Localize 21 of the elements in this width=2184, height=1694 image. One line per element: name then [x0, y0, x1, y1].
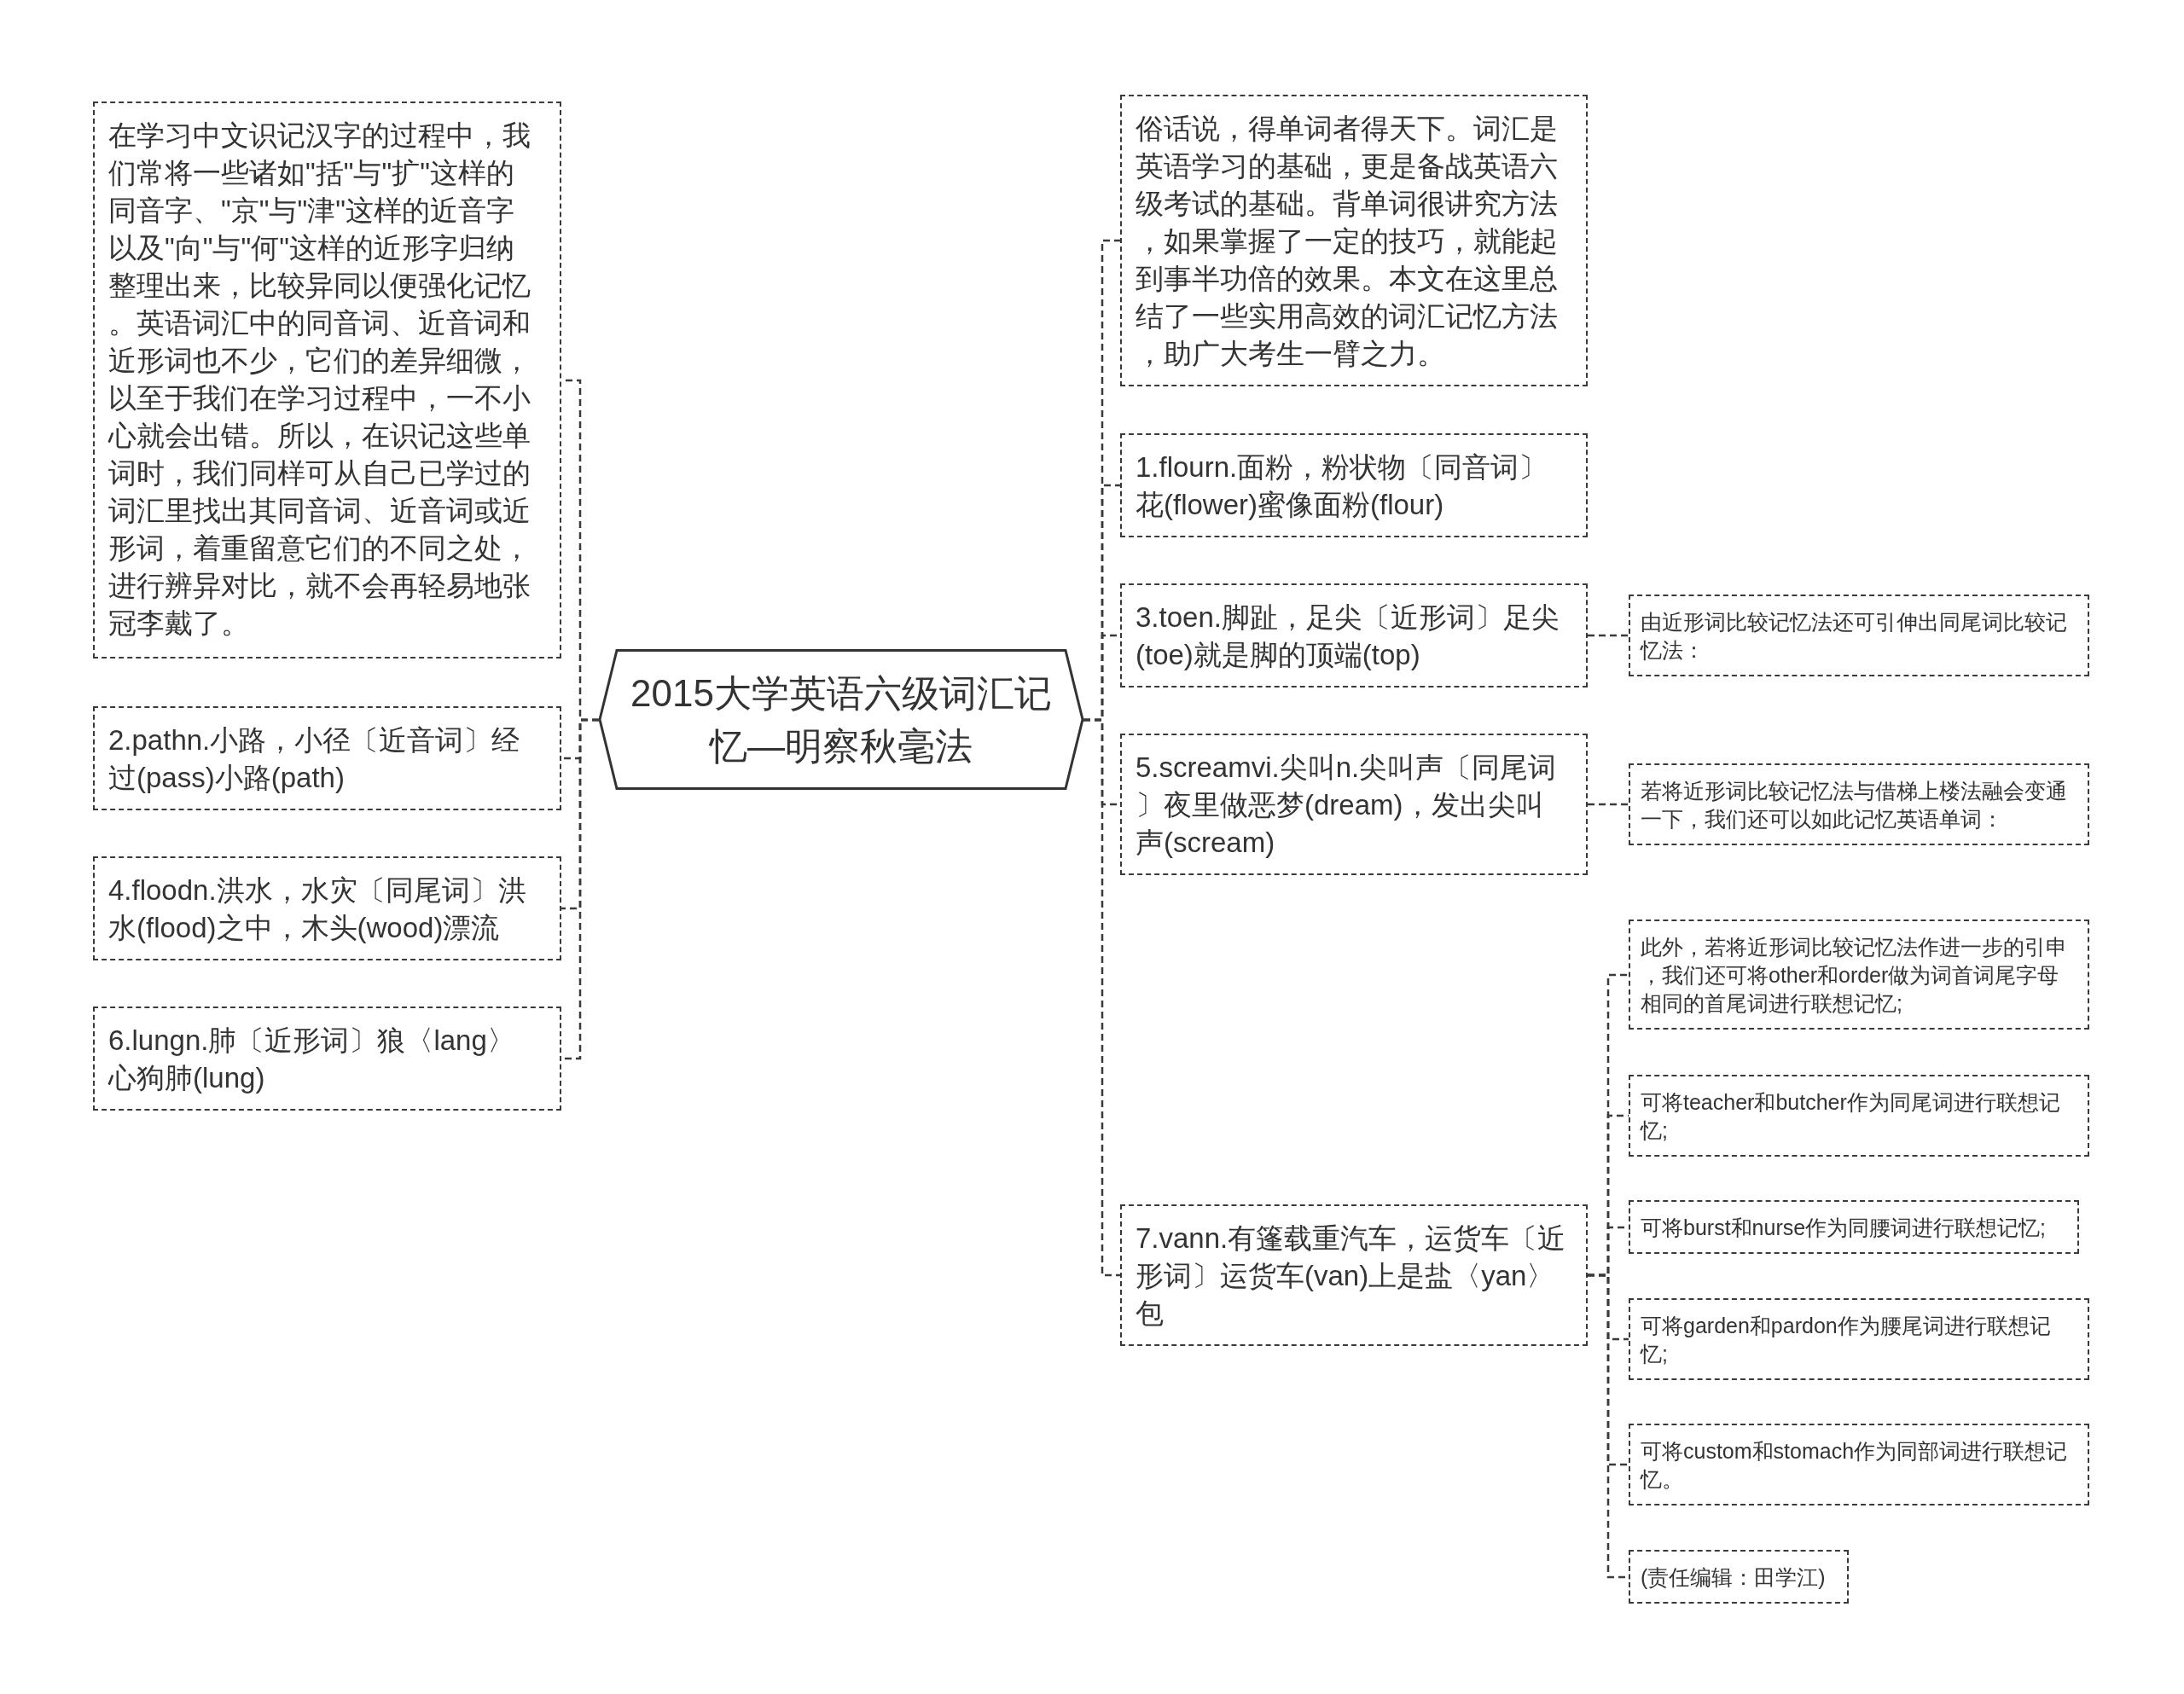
- topic-box: 2.pathn.小路，小径〔近音词〕经过(pass)小路(path): [93, 706, 561, 810]
- topic-box: 5.screamvi.尖叫n.尖叫声〔同尾词〕夜里做恶梦(dream)，发出尖叫声(scream): [1120, 734, 1588, 875]
- connector-line: [1083, 718, 1120, 1277]
- central-topic: 2015大学英语六级词汇记忆—明察秋毫法: [599, 649, 1083, 790]
- topic-box: 俗话说，得单词者得天下。词汇是英语学习的基础，更是备战英语六级考试的基础。背单词很讲究方法，如果掌握了一定的技巧，就能起到事半功倍的效果。本文在这里总结了一些实用高效的词汇记忆方法，助广大考生一臂之力。: [1120, 95, 1588, 386]
- subtopic-box: 可将teacher和butcher作为同尾词进行联想记忆;: [1629, 1075, 2089, 1157]
- subtopic-box: 可将garden和pardon作为腰尾词进行联想记忆;: [1629, 1298, 2089, 1380]
- connector-line: [1588, 634, 1629, 637]
- topic-box: 3.toen.脚趾，足尖〔近形词〕足尖(toe)就是脚的顶端(top): [1120, 583, 1588, 687]
- topic-box: 在学习中文识记汉字的过程中，我们常将一些诸如"括"与"扩"这样的同音字、"京"与"津"这样的近音字以及"向"与"何"这样的近形字归纳整理出来，比较异同以便强化记忆。英语词汇中的同音词、近音词和近形词也不少，它们的差异细微，以至于我们在学习过程中，一不小心就会出错。所以，在识记这些单词时，我们同样可从自己已学过的词汇里找出其同音词、近音词或近形词，着重留意它们的不同之处，进行辨异对比，就不会再轻易地张冠李戴了。: [93, 102, 561, 658]
- topic-box: 1.flourn.面粉，粉状物〔同音词〕花(flower)蜜像面粉(flour): [1120, 433, 1588, 537]
- subtopic-box: 由近形词比较记忆法还可引伸出同尾词比较记忆法：: [1629, 595, 2089, 676]
- connector-line: [1588, 803, 1629, 806]
- subtopic-box: 可将burst和nurse作为同腰词进行联想记忆;: [1629, 1200, 2079, 1254]
- subtopic-box: 可将custom和stomach作为同部词进行联想记忆。: [1629, 1424, 2089, 1505]
- topic-box: 7.vann.有篷载重汽车，运货车〔近形词〕运货车(van)上是盐〈yan〉包: [1120, 1204, 1588, 1346]
- subtopic-box: 若将近形词比较记忆法与借梯上楼法融会变通一下，我们还可以如此记忆英语单词：: [1629, 763, 2089, 845]
- subtopic-box: (责任编辑：田学江): [1629, 1550, 1849, 1604]
- subtopic-box: 此外，若将近形词比较记忆法作进一步的引申，我们还可将other和order做为词首词尾字母相同的首尾词进行联想记忆;: [1629, 920, 2089, 1030]
- topic-box: 6.lungn.肺〔近形词〕狼〈lang〉心狗肺(lung): [93, 1007, 561, 1111]
- topic-box: 4.floodn.洪水，水灾〔同尾词〕洪水(flood)之中，木头(wood)漂流: [93, 856, 561, 960]
